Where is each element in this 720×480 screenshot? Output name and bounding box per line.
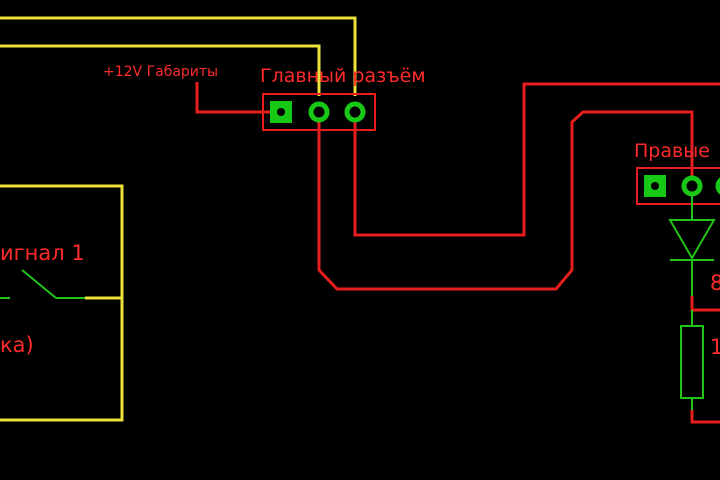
wire-top xyxy=(0,16,357,96)
trace-main-to-right-b xyxy=(317,110,694,291)
right-pin-2-pad xyxy=(681,175,703,197)
trace-right-bottom xyxy=(690,410,720,424)
main-pin-2-pad xyxy=(308,101,330,123)
label-bracket: ка) xyxy=(0,333,34,357)
main-pin-3-pad xyxy=(344,101,366,123)
main-connector-outline xyxy=(262,93,376,131)
switch-box xyxy=(0,184,124,422)
main-pin-1-hole xyxy=(277,108,285,116)
trace-main-to-right-a xyxy=(353,82,720,237)
resistor-body xyxy=(680,325,704,399)
label-gabarity: +12V Габариты xyxy=(103,64,218,80)
label-main-connector: Главный разъём xyxy=(260,65,426,87)
label-right-value-1: 8 xyxy=(710,271,720,295)
label-right-value-2: 1 xyxy=(710,335,720,359)
trace-gabarity xyxy=(195,82,281,114)
wire-second xyxy=(0,44,321,96)
diode-triangle xyxy=(668,219,716,260)
right-pin-1-hole xyxy=(651,182,659,190)
right-connector-outline xyxy=(636,167,720,205)
switch-blade xyxy=(21,269,57,299)
label-right-connector: Правые xyxy=(634,140,710,162)
trace-right-diode-resistor xyxy=(690,296,720,312)
label-signal: игнал 1 xyxy=(0,241,85,265)
